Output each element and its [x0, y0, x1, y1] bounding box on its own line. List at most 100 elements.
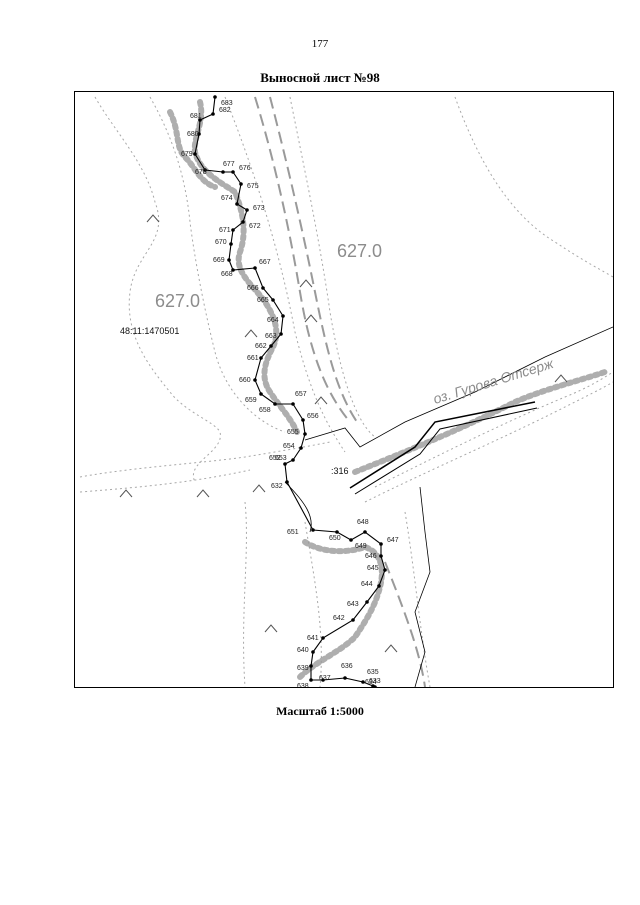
contour-top-right — [454, 96, 613, 278]
traverse-point-657 — [291, 402, 295, 406]
traverse-point-668 — [231, 268, 235, 272]
traverse-point-671 — [231, 228, 235, 232]
traverse-point-label-670: 670 — [215, 239, 227, 246]
traverse-point-label-668: 668 — [221, 271, 233, 278]
traverse-point-678 — [203, 168, 207, 172]
road-double-2 — [354, 407, 538, 495]
traverse-point-label-657: 657 — [295, 391, 307, 398]
traverse-point-label-633: 633 — [369, 678, 381, 685]
traverse-point-label-648: 648 — [357, 519, 369, 526]
traverse-point-658 — [273, 402, 277, 406]
traverse-point-653 — [291, 458, 295, 462]
traverse-point-636 — [343, 676, 347, 680]
traverse-point-label-673: 673 — [253, 205, 265, 212]
traverse-point-642 — [351, 618, 355, 622]
dashed-lines — [254, 96, 426, 687]
traverse-point-639 — [309, 664, 313, 668]
traverse-point-679 — [193, 152, 197, 156]
traverse-point-669 — [227, 258, 231, 262]
traverse-point-label-650: 650 — [329, 535, 341, 542]
traverse-point-647 — [379, 542, 383, 546]
traverse-point-652 — [283, 462, 287, 466]
traverse-point-663 — [279, 332, 283, 336]
contour-right-1 — [224, 96, 346, 453]
traverse-point-label-651: 651 — [287, 529, 299, 536]
traverse-point-label-666: 666 — [247, 285, 259, 292]
traverse-point-674 — [235, 202, 239, 206]
traverse-point-644 — [377, 584, 381, 588]
traverse-point-635 — [361, 680, 365, 684]
traverse-point-675 — [239, 182, 243, 186]
traverse-point-label-679: 679 — [181, 151, 193, 158]
contour-left-outer — [94, 96, 221, 483]
traverse-point-label-659: 659 — [245, 397, 257, 404]
traverse-point-label-645: 645 — [367, 565, 379, 572]
traverse-point-667 — [253, 266, 257, 270]
traverse-point-673 — [245, 208, 249, 212]
traverse-point-label-671: 671 — [219, 227, 231, 234]
traverse-point-665 — [271, 298, 275, 302]
traverse-point-650 — [335, 530, 339, 534]
area-label-left: 627.0 — [155, 291, 200, 311]
area-label-right: 627.0 — [337, 241, 382, 261]
traverse-point-656 — [301, 418, 305, 422]
traverse-point-label-634: 634 — [365, 679, 377, 686]
traverse-point-654 — [299, 446, 303, 450]
traverse-point-label-642: 642 — [333, 615, 345, 622]
traverse-point-label-662: 662 — [255, 343, 267, 350]
traverse-point-label-632: 632 — [271, 483, 283, 490]
traverse-point-651 — [311, 528, 315, 532]
contour-left-mid — [149, 96, 286, 433]
traverse-point-label-643: 643 — [347, 601, 359, 608]
parcel-label: 48:11:1470501 — [120, 326, 179, 336]
traverse-point-label-639: 639 — [297, 665, 309, 672]
traverse-point-643 — [365, 600, 369, 604]
road-double-1 — [349, 401, 536, 489]
traverse-point-632 — [285, 480, 289, 484]
traverse-point-label-647: 647 — [387, 537, 399, 544]
traverse-point-677 — [221, 170, 225, 174]
traverse-point-648 — [363, 530, 367, 534]
traverse-point-670 — [229, 242, 233, 246]
dashed-road-2 — [269, 96, 358, 423]
traverse-point-label-635: 635 — [367, 669, 379, 676]
traverse-point-661 — [259, 356, 263, 360]
traverse-point-641 — [321, 636, 325, 640]
traverse-point-676 — [231, 170, 235, 174]
traverse-point-683 — [213, 95, 217, 99]
traverse-point-680 — [197, 132, 201, 136]
traverse-point-664 — [281, 314, 285, 318]
traverse-point-649 — [349, 538, 353, 542]
traverse-point-682 — [211, 112, 215, 116]
traverse-point-label-682: 682 — [219, 107, 231, 114]
traverse-point-640 — [311, 650, 315, 654]
dashed-road-1 — [254, 96, 351, 423]
black-lines — [284, 326, 613, 687]
traverse-point-label-636: 636 — [341, 663, 353, 670]
contour-lake-bank — [364, 381, 613, 503]
traverse-point-label-669: 669 — [213, 257, 225, 264]
contour-lower-right — [404, 511, 431, 687]
contour-lake-bank-2 — [374, 371, 613, 488]
traverse-point-660 — [253, 378, 257, 382]
traverse-point-label-663: 663 — [265, 333, 277, 340]
dotted-contours — [79, 96, 613, 687]
dashed-lower — [384, 561, 426, 687]
traverse-point-label-649: 649 — [355, 543, 367, 550]
page-number: 177 — [311, 38, 329, 50]
parcel-edge-3 — [284, 481, 312, 533]
traverse-point-label-677: 677 — [223, 161, 235, 168]
traverse-points: 6326336346356366376386396406416426436446… — [181, 95, 399, 687]
traverse-point-label-655: 655 — [287, 429, 299, 436]
traverse-point-label-672: 672 — [249, 223, 261, 230]
parcel-edge-2 — [414, 486, 431, 687]
traverse-point-634 — [371, 684, 375, 687]
traverse-point-638 — [309, 678, 313, 682]
traverse-point-662 — [269, 344, 273, 348]
plot-label: :316 — [331, 466, 349, 476]
hatch-band — [167, 99, 608, 680]
traverse-point-655 — [303, 432, 307, 436]
traverse-point-672 — [241, 220, 245, 224]
traverse-point-label-664: 664 — [267, 317, 279, 324]
